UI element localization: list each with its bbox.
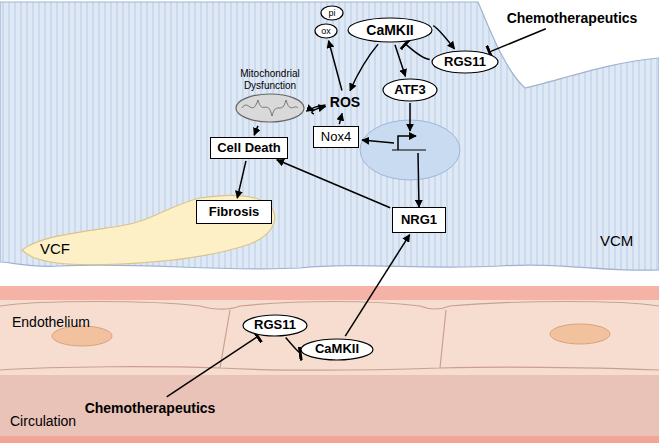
promoter-symbol <box>398 136 416 150</box>
protein-ellipse: RGS11 <box>242 314 308 337</box>
node-text: RGS11 <box>444 55 486 70</box>
arrow-connector <box>395 45 405 76</box>
protein-ellipse: RGS11 <box>431 50 499 74</box>
protein-ellipse: CaMKII <box>300 338 374 361</box>
endothelial-cell-border <box>0 310 659 370</box>
arrow-connector <box>339 113 342 124</box>
endothelium-layer <box>0 300 659 378</box>
node-text: Nox4 <box>321 130 351 145</box>
basement-band <box>0 286 659 300</box>
protein-ellipse: CaMKII <box>347 17 433 43</box>
process-box: Cell Death <box>210 137 288 159</box>
mitochondrion-illustration <box>236 94 304 122</box>
node-text: ATF3 <box>394 83 426 98</box>
node-text: ROS <box>330 94 360 110</box>
drug-label: Chemotherapeutics <box>505 8 640 28</box>
node-text: Fibrosis <box>209 205 260 220</box>
endothelial-cell-outline <box>0 302 659 310</box>
promoter-to-nox4-arrow <box>362 140 394 143</box>
fibroblast-cell <box>22 195 275 264</box>
node-text: ox <box>321 26 331 36</box>
cardiomyocyte-cell <box>0 2 659 270</box>
arrow-connector <box>345 235 409 336</box>
node-text: Mitochondrial Dysfunction <box>228 68 312 91</box>
atf3-to-promoter-arrow <box>409 103 411 131</box>
arrow-connector <box>237 161 246 198</box>
node-text: Cell Death <box>217 141 281 156</box>
arrow-connector <box>329 41 342 91</box>
vessel-band <box>0 436 659 443</box>
node-text: CaMKII <box>315 342 359 357</box>
arrow-connector <box>277 160 390 208</box>
dna-line <box>392 149 426 150</box>
phospho-tag: pi <box>320 5 344 21</box>
promoter-to-nrg1-arrow <box>418 153 419 207</box>
region-label: VCF <box>40 240 70 257</box>
node-text: RGS11 <box>254 318 296 333</box>
inhibition-connector <box>489 29 546 52</box>
node-text: Chemotherapeutics <box>507 10 638 26</box>
drug-label: Chemotherapeutics <box>83 398 218 418</box>
arrow-connector <box>254 126 258 135</box>
process-box: NRG1 <box>392 207 446 233</box>
inhibition-connector <box>286 338 301 354</box>
endothelial-nucleus <box>550 324 610 344</box>
node-text: NRG1 <box>401 213 437 228</box>
oxidation-tag: ox <box>314 23 338 39</box>
protein-ellipse: ATF3 <box>382 78 438 102</box>
arrow-connector <box>433 26 454 49</box>
region-label: VCM <box>600 232 633 249</box>
process-box: Nox4 <box>313 126 359 148</box>
node-text: CaMKII <box>366 22 413 38</box>
region-label: Endothelium <box>12 314 90 330</box>
region-label: Circulation <box>10 413 76 429</box>
arrow-connector <box>312 107 326 114</box>
inhibition-connector <box>167 336 258 397</box>
arrow-connector <box>350 44 378 91</box>
node-text: Chemotherapeutics <box>85 400 216 416</box>
inhibition-connector <box>405 44 430 60</box>
circulation-region <box>0 375 659 437</box>
mitochondrion-node: Mitochondrial Dysfunction <box>228 68 312 124</box>
molecule-label: ROS <box>328 93 363 112</box>
node-text: pi <box>328 8 335 18</box>
process-box: Fibrosis <box>196 200 272 224</box>
